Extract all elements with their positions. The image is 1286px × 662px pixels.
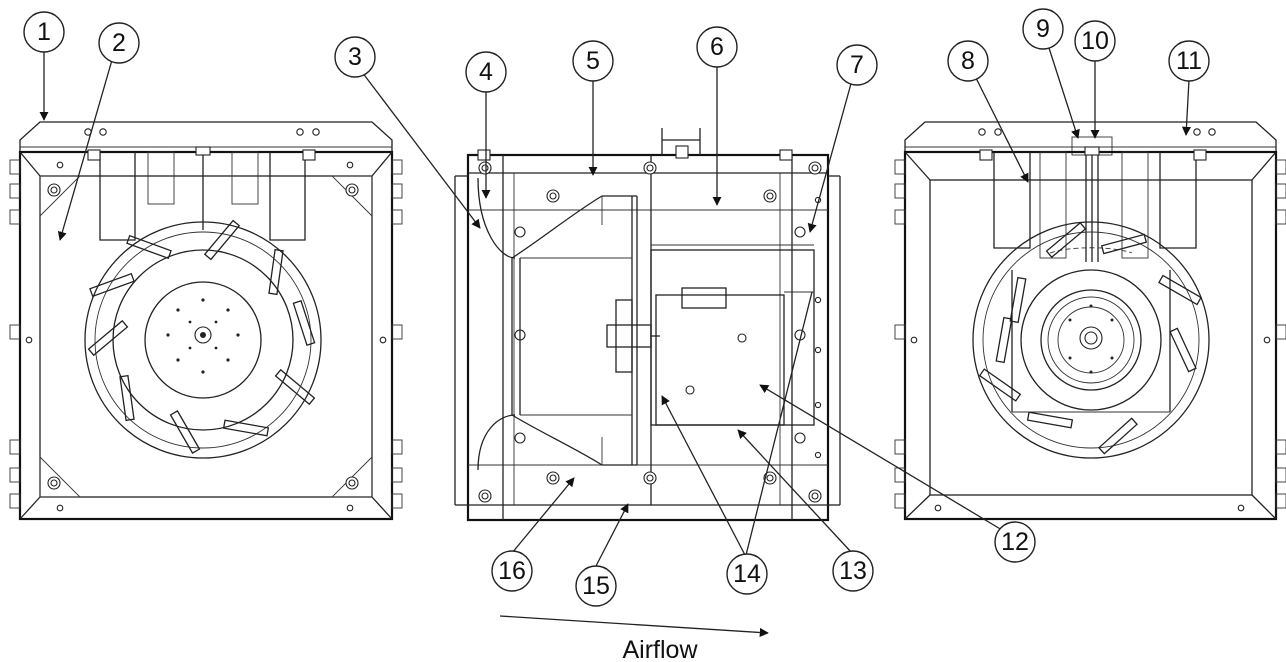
airflow-arrow: [499, 615, 769, 638]
callout-5: 5: [572, 40, 614, 82]
callout-6-label: 6: [710, 33, 724, 61]
callout-6: 6: [696, 26, 738, 68]
callout-2: 2: [98, 22, 140, 64]
callout-11: 11: [1168, 40, 1210, 82]
callout-10-label: 10: [1081, 27, 1109, 55]
callout-2-label: 2: [112, 29, 126, 57]
callout-12: 12: [994, 521, 1036, 563]
callout-8: 8: [947, 40, 989, 82]
callout-4-label: 4: [479, 58, 493, 86]
callout-11-label: 11: [1176, 47, 1202, 75]
callout-9: 9: [1022, 8, 1064, 50]
callout-10: 10: [1074, 20, 1116, 62]
airflow-label: Airflow: [622, 636, 698, 662]
callout-15: 15: [575, 565, 617, 607]
callout-1-label: 1: [37, 18, 51, 46]
callout-5-label: 5: [586, 47, 600, 75]
callout-3-label: 3: [348, 43, 362, 71]
right-view-outlet: [894, 121, 1286, 521]
callout-15-label: 15: [582, 572, 610, 600]
callout-9-label: 9: [1036, 15, 1050, 43]
callout-14-label: 14: [733, 560, 761, 588]
callout-7: 7: [836, 44, 878, 86]
callout-7-label: 7: [850, 51, 864, 79]
callout-16-label: 16: [498, 557, 526, 585]
callout-14: 14: [726, 553, 768, 595]
callout-8-label: 8: [961, 47, 975, 75]
left-view-inlet: [9, 121, 403, 521]
callouts: 1 2 3 4 5 6 7 8 9 10 11 12 13 14 15 16: [23, 8, 1210, 607]
leader-lines: [39, 47, 1191, 638]
callout-1: 1: [23, 11, 65, 53]
callout-13-label: 13: [839, 557, 867, 585]
callout-12-label: 12: [1001, 528, 1029, 556]
callout-3: 3: [334, 36, 376, 78]
callout-13: 13: [832, 550, 874, 592]
center-view-section: [454, 128, 841, 522]
callout-16: 16: [491, 550, 533, 592]
callout-4: 4: [465, 51, 507, 93]
